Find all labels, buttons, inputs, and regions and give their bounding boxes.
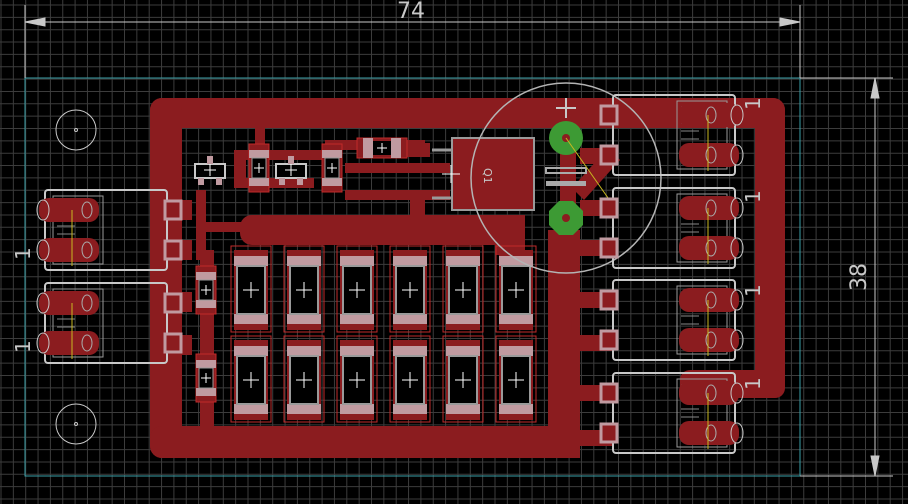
- resistor[interactable]: [495, 245, 537, 333]
- screw-terminal-connector[interactable]: [599, 187, 744, 269]
- connector-pin-labels: 1 1 1 1 1 1: [11, 97, 765, 390]
- pin1-label: 1: [11, 247, 35, 260]
- resistor[interactable]: [495, 335, 537, 423]
- resistor[interactable]: [389, 335, 431, 423]
- resistor[interactable]: [283, 335, 325, 423]
- screw-terminal-connector[interactable]: [36, 282, 183, 364]
- resistor[interactable]: [336, 335, 378, 423]
- pin1-label: 1: [741, 190, 765, 203]
- resistor[interactable]: [336, 245, 378, 333]
- pin1-label: 1: [741, 377, 765, 390]
- dimension-height-label: 38: [847, 263, 872, 291]
- smd-parts: [194, 137, 408, 403]
- transistor-q1[interactable]: Q1: [432, 137, 535, 211]
- airwire: [565, 137, 614, 206]
- resistor[interactable]: [442, 335, 484, 423]
- screw-terminal-connector[interactable]: [36, 189, 183, 271]
- smd-resistor[interactable]: [195, 353, 217, 403]
- pin1-label: 1: [741, 97, 765, 110]
- resistor[interactable]: [230, 245, 272, 333]
- dimension-width-label: 74: [397, 0, 425, 24]
- smd-resistor[interactable]: [356, 137, 408, 159]
- mounting-hole: [55, 403, 97, 445]
- sot23-part[interactable]: [275, 156, 307, 185]
- connectors: [36, 94, 744, 454]
- resistor[interactable]: [230, 335, 272, 423]
- dimension-height: [800, 77, 893, 477]
- transistor-label: Q1: [481, 168, 494, 184]
- smd-resistor[interactable]: [321, 143, 343, 193]
- resistor-array: [230, 245, 537, 423]
- resistor[interactable]: [389, 245, 431, 333]
- resistor[interactable]: [442, 245, 484, 333]
- screw-terminal-connector[interactable]: [599, 279, 744, 361]
- smd-resistor[interactable]: [248, 143, 270, 193]
- pin1-label: 1: [11, 340, 35, 353]
- screw-terminal-connector[interactable]: [599, 372, 744, 454]
- sot23-part[interactable]: [194, 156, 226, 185]
- screw-terminal-connector[interactable]: [599, 94, 744, 176]
- dimension-width: [24, 5, 801, 78]
- electrolytic-capacitor[interactable]: [470, 82, 662, 274]
- mounting-hole: [55, 109, 97, 151]
- smd-resistor[interactable]: [195, 265, 217, 315]
- pin1-label: 1: [741, 284, 765, 297]
- resistor[interactable]: [283, 245, 325, 333]
